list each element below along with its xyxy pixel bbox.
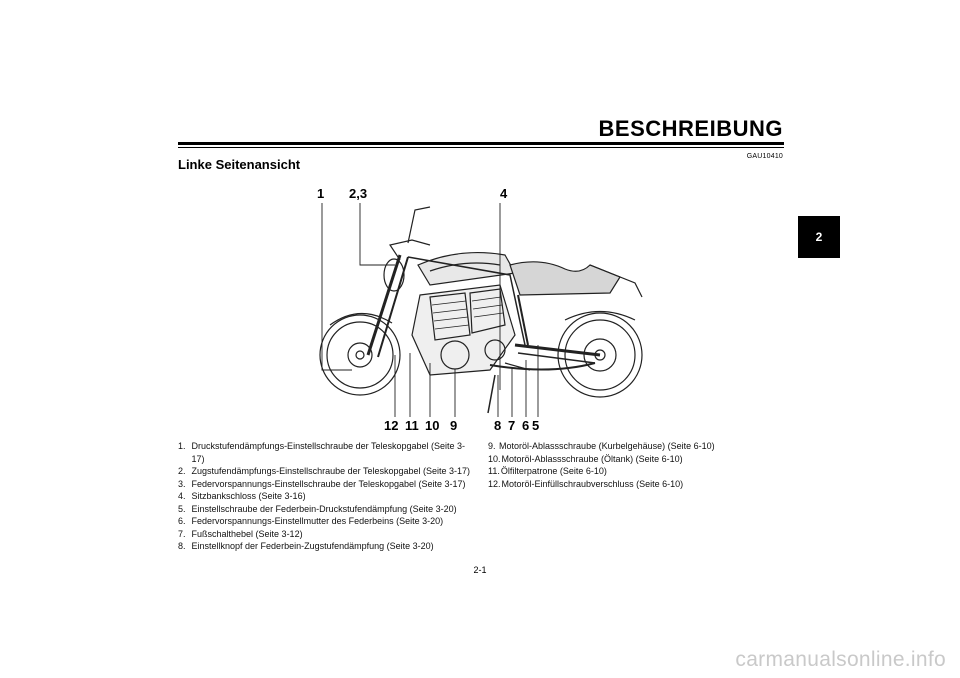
legend-number: 2. <box>178 466 186 476</box>
legend-text: Druckstufendämpfungs-Einstellschraube de… <box>191 441 466 464</box>
callout-8: 8 <box>494 418 502 433</box>
callout-5: 5 <box>532 418 540 433</box>
legend-number: 1. <box>178 441 186 451</box>
callout-7: 7 <box>508 418 516 433</box>
chapter-title: BESCHREIBUNG <box>598 116 783 141</box>
legend-number: 3. <box>178 478 186 489</box>
legend-number: 8. <box>178 541 186 551</box>
motorcycle-illustration <box>319 203 643 417</box>
callout-12: 12 <box>384 418 399 433</box>
legend-item: 11.Ölfilterpatrone (Seite 6-10) <box>488 465 788 478</box>
legend-number: 7. <box>178 528 186 539</box>
legend-text: Ölfilterpatrone (Seite 6-10) <box>500 466 607 476</box>
legend-number: 5. <box>178 503 186 514</box>
legend-text: Zugstufendämpfungs-Einstellschraube der … <box>191 466 471 476</box>
callout-6: 6 <box>522 418 530 433</box>
legend-text: Einstellschraube der Federbein-Druckstuf… <box>191 503 457 514</box>
callout-1: 1 <box>317 186 325 201</box>
chapter-tab[interactable]: 2 <box>798 216 840 258</box>
section-title: Linke Seitenansicht <box>178 157 301 172</box>
legend-text: Federvorspannungs-Einstellschraube der T… <box>191 478 466 489</box>
legend-text: Sitzbankschloss (Seite 3-16) <box>191 491 306 501</box>
legend-item: 7. Fußschalthebel (Seite 3-12) <box>178 528 473 541</box>
legend-number: 11. <box>488 466 500 476</box>
legend-number: 12. <box>488 478 501 489</box>
legend-number: 10. <box>488 453 501 464</box>
title-rule-thin <box>178 147 784 148</box>
legend-text: Federvorspannungs-Einstellmutter des Fed… <box>191 516 444 526</box>
callout-11: 11 <box>405 418 419 433</box>
legend-right: 9. Motoröl-Ablassschraube (Kurbelgehäuse… <box>488 440 788 490</box>
legend-item: 12.Motoröl-Einfüllschraubverschluss (Sei… <box>488 478 788 491</box>
legend-number: 6. <box>178 516 186 526</box>
callout-4: 4 <box>500 186 508 201</box>
title-rule <box>178 142 784 145</box>
legend-item: 10.Motoröl-Ablassschraube (Öltank) (Seit… <box>488 453 788 466</box>
legend-item: 9. Motoröl-Ablassschraube (Kurbelgehäuse… <box>488 440 788 453</box>
doc-code: GAU10410 <box>746 153 783 160</box>
legend-item: 2. Zugstufendämpfungs-Einstellschraube d… <box>178 465 473 478</box>
legend-item: 6. Federvorspannungs-Einstellmutter des … <box>178 515 473 528</box>
legend-text: Motoröl-Ablassschraube (Öltank) (Seite 6… <box>501 453 683 464</box>
callout-10: 10 <box>425 418 440 433</box>
legend-left: 1. Druckstufendämpfungs-Einstellschraube… <box>178 440 473 553</box>
legend-text: Motoröl-Ablassschraube (Kurbelgehäuse) (… <box>499 441 715 451</box>
legend-number: 9. <box>488 441 496 451</box>
legend-item: 3. Federvorspannungs-Einstellschraube de… <box>178 478 473 491</box>
callout-2-3: 2,3 <box>349 186 368 201</box>
legend-text: Motoröl-Einfüllschraubverschluss (Seite … <box>501 478 684 489</box>
legend-text: Fußschalthebel (Seite 3-12) <box>191 528 303 539</box>
legend-item: 5. Einstellschraube der Federbein-Drucks… <box>178 503 473 516</box>
legend-item: 1. Druckstufendämpfungs-Einstellschraube… <box>178 440 473 465</box>
watermark[interactable]: carmanualsonline.info <box>735 648 946 671</box>
legend-number: 4. <box>178 491 186 501</box>
legend-item: 4. Sitzbankschloss (Seite 3-16) <box>178 490 473 503</box>
legend-text: Einstellknopf der Federbein-Zugstufendäm… <box>191 541 434 551</box>
page-number: 2-1 <box>473 565 487 575</box>
callout-9: 9 <box>450 418 458 433</box>
legend-item: 8. Einstellknopf der Federbein-Zugstufen… <box>178 540 473 553</box>
